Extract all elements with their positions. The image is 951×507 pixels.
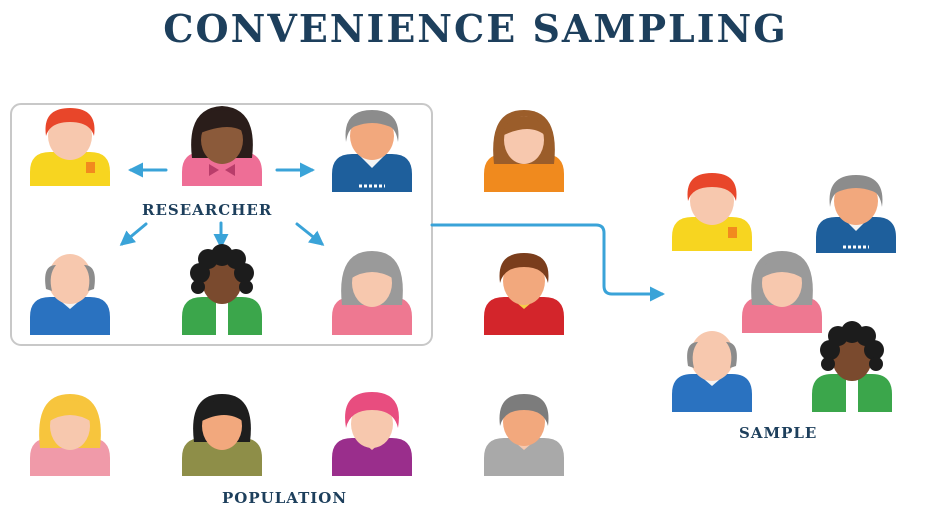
person-grey-hair-grey-shirt	[484, 394, 564, 476]
population-label: POPULATION	[222, 489, 348, 507]
person-grey-hair-blue-shirt	[332, 110, 412, 192]
diagram-title: CONVENIENCE SAMPLING	[163, 6, 788, 51]
person-grey-hair-pink-shirt	[332, 251, 412, 335]
person-researcher	[182, 106, 262, 186]
researcher-arrows	[119, 162, 665, 302]
person-blonde-hair-pink-shirt	[30, 394, 110, 476]
arrow-down-left	[119, 222, 148, 246]
sample-person-curly-hair-green-shirt	[812, 321, 892, 412]
sample-connector-arrow	[430, 223, 665, 302]
person-brown-hair-orange-shirt	[484, 110, 564, 192]
person-pink-hair-purple-shirt	[332, 392, 412, 476]
person-brown-hair-red-shirt	[484, 253, 564, 335]
person-black-hair-olive-shirt	[182, 394, 262, 476]
sample-person-grey-hair-blue-shirt	[816, 175, 896, 253]
person-curly-hair-green-shirt	[182, 244, 262, 335]
sample-person-bald-blue-shirt	[672, 331, 752, 412]
person-red-hair-yellow-shirt	[30, 108, 110, 186]
sample-person-grey-hair-pink-shirt	[742, 251, 822, 333]
sample-label: SAMPLE	[739, 424, 818, 442]
researcher-label: RESEARCHER	[142, 201, 273, 219]
sample-person-red-hair-yellow-shirt	[672, 173, 752, 251]
arrow-down-right	[295, 222, 325, 246]
person-bald-blue-shirt	[30, 254, 110, 335]
